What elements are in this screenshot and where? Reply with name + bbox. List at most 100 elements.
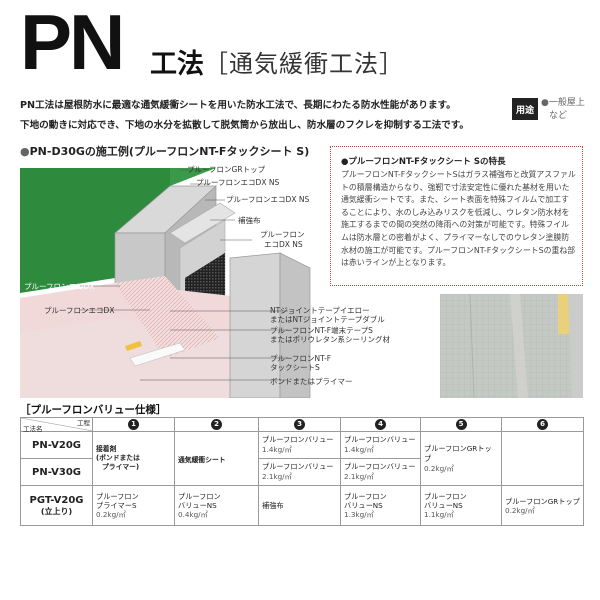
green-top-cap	[170, 168, 216, 186]
sheet-photo	[440, 294, 583, 398]
cell-pgt-1-b: プライマーS	[96, 501, 137, 510]
table-row-pgtv20g: PGT-V20G (立上り) プルーフロン プライマーS 0.2kg/㎡ プルー…	[20, 485, 584, 526]
header-method: 工法名	[23, 425, 43, 433]
step-5-header: 5	[420, 417, 502, 432]
cell-pgt-4: プルーフロン バリューNS 1.3kg/㎡	[340, 485, 421, 526]
layer-panel-1	[169, 202, 236, 244]
label-eco-dx-ns-3a: プルーフロン	[260, 230, 305, 239]
cell-pnv20g-4-rate: 1.4kg/㎡	[344, 445, 374, 454]
section-title: PN-D30Gの施工例(プルーフロンNT-Fタックシート S)	[29, 145, 310, 158]
spec-table: 工程 工法名 1 2 3 4 5 6 PN-V20G 接着剤 (ボンドまたは プ…	[20, 417, 584, 526]
title-subtitle: ［通気緩衝工法］	[204, 50, 404, 78]
intro-line-1: PN工法は屋根防水に最適な通気緩衝シートを用いた防水工法で、長期にわたる防水性能…	[20, 100, 456, 111]
header-diagonal	[21, 418, 93, 431]
label-eco-dx-ns-1: プルーフロンエコDX NS	[196, 178, 280, 187]
cell-gr-top-pnv-rate: 0.2kg/㎡	[424, 463, 454, 473]
cell-pgt-2-b: バリューNS	[178, 501, 217, 510]
cell-pnv30g-4: プルーフロンバリュー 2.1kg/㎡	[340, 458, 421, 486]
use-line-1: ●一般屋上	[541, 98, 585, 108]
label-nt-edge-2: またはポリウレタン系シーリング材	[270, 335, 390, 344]
label-left-eco-dx-2: プルーフロンエコDX	[44, 306, 115, 315]
joint-tape-yellow	[125, 341, 142, 351]
cell-pnv30g-4-name: プルーフロンバリュー	[344, 462, 416, 471]
cell-pnv30g-3: プルーフロンバリュー 2.1kg/㎡	[258, 458, 341, 486]
cell-pnv20g-3-rate: 1.4kg/㎡	[262, 445, 292, 454]
cell-gr-top-pnv: プルーフロンGRトップ 0.2kg/㎡	[420, 431, 502, 486]
cell-pgt-1-rate: 0.2kg/㎡	[96, 510, 126, 519]
cell-pnv30g-3-name: プルーフロンバリュー	[262, 462, 334, 471]
step-6-badge: 6	[537, 419, 548, 430]
cell-pgt-4-a: プルーフロン	[344, 492, 387, 501]
label-bond: ボンドまたはプライマー	[270, 377, 353, 386]
method-pn-v20g: PN-V20G	[20, 431, 93, 459]
step-3-header: 3	[258, 417, 341, 432]
diagram-illustration	[20, 168, 311, 399]
label-nt-f-1: プルーフロンNT-F	[270, 354, 332, 363]
intro-line-2: 下地の動きに対応でき、下地の水分を拡散して脱気筒から放出し、防水層のフクレを抑制…	[20, 120, 469, 131]
green-roof-surface	[20, 168, 170, 293]
label-hokyou: 補強布	[238, 216, 261, 225]
cell-pgt-6-name: プルーフロンGRトップ	[505, 496, 580, 506]
method-pgt-v20g-note: (立上り)	[40, 506, 73, 516]
label-nt-f: プルーフロンNT-F タックシートS	[270, 354, 331, 372]
step-6-header: 6	[501, 417, 584, 432]
cell-adhesive: 接着剤 (ボンドまたは プライマー)	[92, 431, 175, 486]
label-left-eco-dx: プルーフロンエコDX	[24, 282, 95, 291]
header-process: 工程	[77, 419, 90, 427]
feature-box: ●プルーフロンNT-Fタックシート Sの特長 プルーフロンNT-FタックシートS…	[330, 146, 583, 286]
use-text: ●一般屋上 など	[541, 97, 597, 123]
cell-pgt-6: プルーフロンGRトップ 0.2kg/㎡	[501, 485, 584, 526]
cell-adhesive-2: (ボンドまたは	[96, 454, 140, 462]
label-nt-tape-1: NTジョイントテープイエロー	[270, 306, 370, 315]
cell-pgt-5-b: バリューNS	[424, 501, 463, 510]
cell-pgt-2-rate: 0.4kg/㎡	[178, 510, 208, 519]
cell-adhesive-3: プライマー)	[102, 463, 140, 471]
cell-pgt-5-rate: 1.1kg/㎡	[424, 510, 454, 519]
cell-pnv20g-4: プルーフロンバリュー 1.4kg/㎡	[340, 431, 421, 459]
table-row-pnv20g: PN-V20G 接着剤 (ボンドまたは プライマー) 通気緩衝シート プルーフロ…	[20, 431, 584, 486]
sheet-photo-illustration	[440, 294, 583, 398]
method-pgt-v20g: PGT-V20G (立上り)	[20, 485, 93, 526]
step-2-badge: 2	[211, 419, 222, 430]
cell-pgt-4-b: バリューNS	[344, 501, 383, 510]
label-eco-dx-ns-2: プルーフロンエコDX NS	[226, 195, 310, 204]
step-1-header: 1	[92, 417, 175, 432]
cell-pnv20g-4-name: プルーフロンバリュー	[344, 435, 416, 444]
title-method: 工法	[150, 49, 204, 80]
step-2-header: 2	[174, 417, 259, 432]
step-5-badge: 5	[455, 419, 467, 430]
cell-pnv30g-4-rate: 2.1kg/㎡	[344, 472, 374, 481]
cell-vent-sheet: 通気緩衝シート	[174, 431, 259, 486]
method-pn-v30g: PN-V30G	[20, 458, 93, 486]
method-pgt-v20g-name: PGT-V20G	[29, 494, 84, 506]
use-badge: 用途	[512, 98, 538, 120]
label-nt-tape-2: またはNTジョイントテープダブル	[270, 315, 385, 324]
table-header-row: 工程 工法名 1 2 3 4 5 6	[20, 417, 584, 433]
tack-sheet-area	[115, 276, 220, 358]
label-nt-edge: プルーフロンNT-F端末テープS またはポリウレタン系シーリング材	[270, 326, 390, 344]
section-bullet: ●	[20, 145, 30, 158]
label-nt-tape: NTジョイントテープイエロー またはNTジョイントテープダブル	[270, 306, 385, 324]
header-corner: 工程 工法名	[20, 417, 93, 433]
label-eco-dx-ns-3b: エコDX NS	[264, 240, 303, 249]
intro-text: PN工法は屋根防水に最適な通気緩衝シートを用いた防水工法で、長期にわたる防水性能…	[20, 96, 490, 136]
label-gr-top: プルーフロンGRトップ	[187, 165, 266, 174]
step-1-badge: 1	[128, 419, 139, 430]
cell-pgt-5: プルーフロン バリューNS 1.1kg/㎡	[420, 485, 502, 526]
cell-pgt-1-a: プルーフロン	[96, 492, 139, 501]
cell-pgt-4-rate: 1.3kg/㎡	[344, 510, 374, 519]
table-title: ［プルーフロンバリュー仕様］	[20, 404, 167, 416]
section-heading: ●PN-D30Gの施工例(プルーフロンNT-Fタックシート S)	[20, 143, 309, 159]
cell-pnv20g-3-name: プルーフロンバリュー	[262, 435, 334, 444]
cell-gr-top-pnv-name: プルーフロンGRトップ	[424, 443, 492, 463]
cell-pgt-2-a: プルーフロン	[178, 492, 221, 501]
feature-title: ●プルーフロンNT-Fタックシート Sの特長	[341, 157, 506, 167]
cell-pgt-1: プルーフロン プライマーS 0.2kg/㎡	[92, 485, 175, 526]
leader-lines	[80, 169, 288, 381]
label-nt-f-2: タックシートS	[270, 363, 320, 372]
cell-pnv20g-3: プルーフロンバリュー 1.4kg/㎡	[258, 431, 341, 459]
joint-tape-white	[129, 342, 186, 367]
step-3-badge: 3	[294, 419, 305, 430]
label-nt-edge-1: プルーフロンNT-F端末テープS	[270, 326, 373, 335]
title-pn: PN	[20, 0, 125, 86]
